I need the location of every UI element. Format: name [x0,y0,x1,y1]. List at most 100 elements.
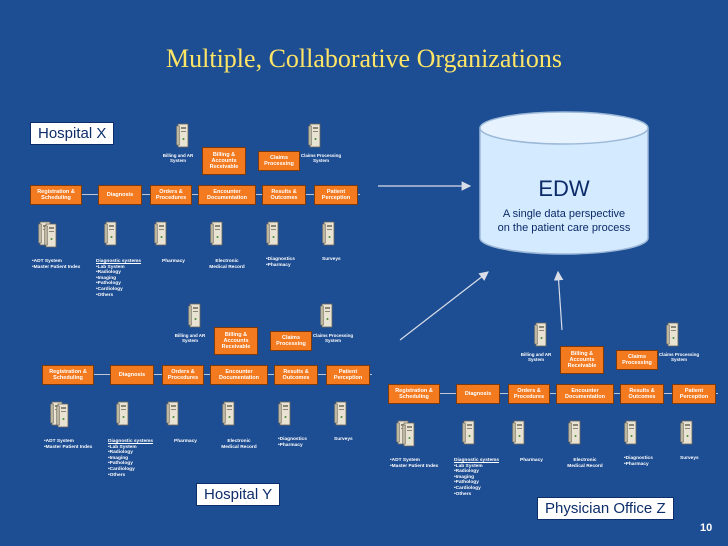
edw-subtitle: A single data perspective on the patient… [478,207,650,235]
process-box: Patient Perception [326,365,370,385]
server-icon [308,123,321,148]
list-item: •Master Patient Index [32,264,81,270]
billing-ar-box: Billing & Accounts Receivable [214,327,258,355]
process-box: Registration & Scheduling [42,365,94,385]
server-icon [534,322,547,347]
server-icon [56,403,69,428]
claims-system-label: Claims Processing System [300,153,342,163]
process-box: Diagnosis [456,384,500,404]
server-icon [322,221,335,246]
list-item: Medical Record [567,463,603,469]
edw-subtitle-line1: A single data perspective [502,208,626,220]
process-box: Encounter Documentation [210,365,268,385]
edw-database: EDW A single data perspective on the pat… [478,110,650,260]
list-item: •Master Patient Index [390,463,439,469]
process-box: Orders & Procedures [162,365,204,385]
process-box: Encounter Documentation [198,185,256,205]
claims-processing-box: Claims Processing [616,350,658,370]
pharmacy-label: Pharmacy [174,439,197,444]
arrow-physician-z-to-edw [553,270,564,331]
process-box: Diagnosis [110,365,154,385]
list-item: •Imaging [454,474,475,480]
process-line [388,393,718,394]
server-icon [462,420,475,445]
list-heading: Diagnostic systems [96,259,142,264]
list-item: •Diagnostics [266,257,295,262]
server-icon [680,420,693,445]
surveys-label: Surveys [334,437,353,442]
server-icon [44,223,57,248]
list-item: •Lab System [108,444,137,450]
org-label-physician_z: Physician Office Z [537,497,674,520]
results-list: •Diagnostics•Pharmacy [266,257,295,268]
list-item: Electronic [227,439,251,444]
list-item: •Pharmacy [266,262,291,268]
list-item: •Diagnostics [278,437,307,442]
process-box: Registration & Scheduling [388,384,440,404]
list-heading: Diagnostic systems [454,458,500,463]
process-box: Orders & Procedures [508,384,550,404]
list-item: •Lab System [454,463,483,469]
diagnostic-systems-list: Diagnostic systems•Lab System•Radiology•… [454,458,499,497]
diagnostic-systems-list: Diagnostic systems•Lab System•Radiology •… [108,439,153,478]
page-number: 10 [700,522,713,534]
process-line [30,194,360,195]
list-item: •Cardiology [96,286,123,292]
server-icon [116,401,129,426]
process-line [42,374,372,375]
pharmacy-label: Pharmacy [520,458,543,463]
process-box: Registration & Scheduling [30,185,82,205]
surveys-label: Surveys [322,257,341,262]
list-item: •Diagnostics [624,456,653,461]
server-icon [334,401,347,426]
claims-system-label: Claims Processing System [658,352,700,362]
list-item: •Others [96,292,114,298]
pharmacy-label: Pharmacy [162,259,185,264]
server-icon [176,123,189,148]
server-icon [266,221,279,246]
list-item: •Others [108,472,126,478]
server-icon [320,303,333,328]
billing-system-label: Billing and AR System [162,153,194,163]
process-box: Results & Outcomes [274,365,318,385]
list-item: •Others [454,491,472,497]
list-item: •Cardiology [108,466,135,472]
list-item: •ADT System [44,439,74,444]
server-icon [222,401,235,426]
server-icon [210,221,223,246]
list-item: •Radiology [108,450,133,456]
server-icon [512,420,525,445]
list-heading: Diagnostic systems [108,439,154,444]
process-box: Results & Outcomes [620,384,664,404]
server-icon [624,420,637,445]
edw-subtitle-line2: on the patient care process [497,222,631,234]
list-item: •Radiology [454,469,479,475]
org-label-hospital_y: Hospital Y [196,483,281,506]
list-item: •ADT System [390,458,420,463]
server-icon [666,322,679,347]
server-icon [166,401,179,426]
process-box: Encounter Documentation [556,384,614,404]
arrow-hospital-y-to-edw [399,271,489,341]
adt-system-list: •ADT System•Master Patient Index [32,259,80,270]
server-icon [104,221,117,246]
adt-system-list: •ADT System•Master Patient Index [44,439,92,450]
adt-system-list: •ADT System•Master Patient Index [390,458,438,469]
server-icon [154,221,167,246]
results-list: •Diagnostics•Pharmacy [278,437,307,448]
list-item: •Pharmacy [278,442,303,448]
list-item: •Pathology [108,461,133,467]
server-icon [402,422,415,447]
claims-processing-box: Claims Processing [258,151,300,171]
slide-title: Multiple, Collaborative Organizations [166,44,562,73]
database-cylinder-icon [479,111,649,255]
list-item: •Lab System [96,264,125,270]
list-item: •Master Patient Index [44,444,93,450]
results-list: •Diagnostics•Pharmacy [624,456,653,467]
diagnostic-systems-list: Diagnostic systems•Lab System•Radiology•… [96,259,141,298]
